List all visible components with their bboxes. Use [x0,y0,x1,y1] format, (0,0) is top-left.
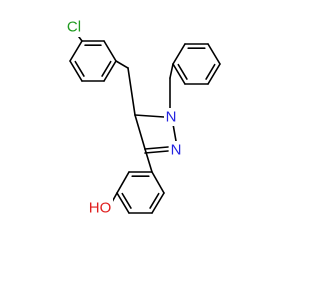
phenyl-ring-bond [172,43,186,65]
chlorophenyl-ring-double-bond [74,60,85,77]
atom-label-background-n2 [169,141,183,159]
atom-label-background-n1 [164,108,178,126]
atom-label-n1: N [166,109,177,126]
chlorophenyl-ring-bond [69,40,83,62]
phenyl-ring-bond [172,63,186,85]
pyrazoline-bond [134,114,165,118]
chlorophenyl-to-pyrazoline-bond [115,60,129,69]
pyrazoline-to-hydroxyphenyl-bond [144,148,153,173]
pyrazoline-c-n-double-bond [144,150,169,154]
molecule-structure: Cl N N HO [62,17,221,218]
hydroxyphenyl-ring-bond [151,171,165,194]
hydroxyphenyl-ring-double-bond [121,192,132,209]
atom-label-background-cl [62,17,86,37]
structure-canvas: Cl N N HO [62,17,221,218]
chlorophenyl-ring-bond [103,40,117,62]
atom-label-hydroxyl: HO [89,200,112,217]
bond-layer [69,32,221,214]
phenyl-ring-double-bond [177,63,188,80]
atom-label-layer: Cl N N HO [62,17,183,218]
hydroxyphenyl-ring-bond [116,171,130,194]
pyrazoline-bond [127,67,136,116]
chlorophenyl-ring-bond [103,60,117,82]
pyrazoline-c-n-double-bond [144,146,169,150]
phenyl-ring-bond [207,63,221,85]
hydroxyphenyl-ring-bond [151,192,165,214]
atom-label-cl: Cl [67,19,81,36]
chlorophenyl-ring-bond [69,60,83,82]
pyrazoline-n-n-bond [172,123,177,142]
atom-label-n2: N [171,142,182,159]
phenyl-to-nitrogen-bond [169,63,174,79]
pyrazoline-bond [134,114,146,150]
chlorophenyl-ring-double-bond [101,60,112,77]
hydroxyphenyl-ring-bond [116,192,130,214]
phenyl-ring-double-bond [205,63,216,80]
hydroxyphenyl-ring-double-bond [149,192,160,209]
atom-label-background-oh [87,198,113,218]
phenyl-ring-bond [207,43,221,65]
